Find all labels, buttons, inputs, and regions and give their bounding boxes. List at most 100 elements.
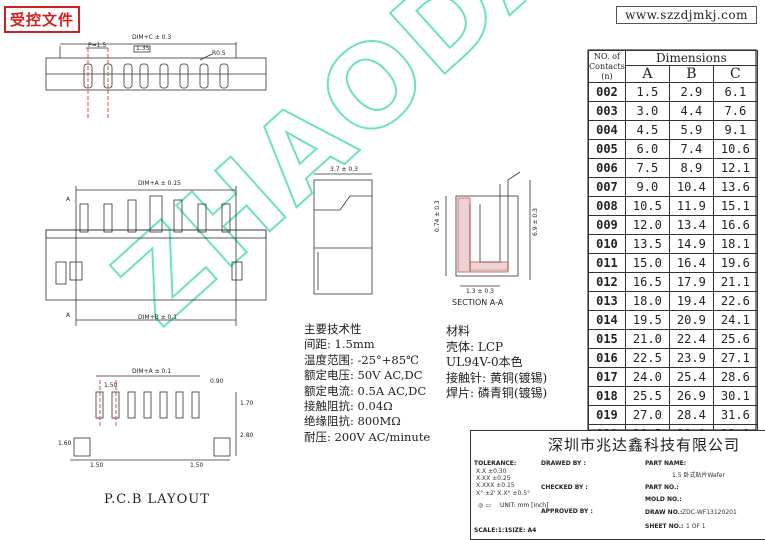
side-view xyxy=(313,173,373,295)
dimension-cell: 22.6 xyxy=(712,291,758,311)
tolerance-xx: X.XX ±0.25 xyxy=(476,475,511,482)
dimension-cell: 28.6 xyxy=(712,367,758,387)
table-header-dimensions: Dimensions xyxy=(624,50,758,66)
dimension-cell: 4.5 xyxy=(624,120,670,140)
contacts-cell: 013 xyxy=(588,291,626,311)
dimension-cell: 6.1 xyxy=(712,82,758,102)
dimension-cell: 24.1 xyxy=(712,310,758,330)
dim-sec-height2: 6.9 ± 0.3 xyxy=(532,208,539,236)
dimension-cell: 13.4 xyxy=(668,215,714,235)
dimension-cell: 28.4 xyxy=(668,405,714,425)
specifications: 主要技术性 间距: 1.5mm 温度范围: -25°+85℃ 额定电压: 50V… xyxy=(304,322,430,445)
spec-line: 接触阻抗: 0.04Ω xyxy=(304,399,393,414)
dimension-cell: 9.1 xyxy=(712,120,758,140)
dimension-cell: 26.9 xyxy=(668,386,714,406)
dim-pcb-160: 1.60 xyxy=(58,440,72,447)
dimension-cell: 12.1 xyxy=(712,158,758,178)
drawn-by-label: DRAWED BY : xyxy=(541,460,586,467)
pcb-layout xyxy=(70,375,237,461)
dim-mid-a: DIM+A ± 0.15 xyxy=(138,180,181,187)
contacts-cell: 016 xyxy=(588,348,626,368)
contacts-cell: 014 xyxy=(588,310,626,330)
materials-title: 材料 xyxy=(446,324,471,338)
dimension-cell: 2.9 xyxy=(668,82,714,102)
dimension-cell: 9.0 xyxy=(624,177,670,197)
contacts-cell: 012 xyxy=(588,272,626,292)
dimension-cell: 19.4 xyxy=(668,291,714,311)
dim-top-ref: 1.35 xyxy=(136,45,150,52)
dim-pcb-090: 0.90 xyxy=(210,378,224,385)
materials: 材料 壳体: LCP UL94V-0本色 接触针: 黄铜(镀锡) 焊片: 磷青铜… xyxy=(446,324,547,402)
dimension-cell: 16.4 xyxy=(668,253,714,273)
checked-by-label: CHECKED BY : xyxy=(541,484,588,491)
table-header-col: C xyxy=(712,65,758,83)
contacts-cell: 004 xyxy=(588,120,626,140)
tolerance-label: TOLERANCE: xyxy=(474,460,517,467)
dim-pcb-280: 2.80 xyxy=(240,432,254,439)
dimension-cell: 4.4 xyxy=(668,101,714,121)
dimension-cell: 19.6 xyxy=(712,253,758,273)
dim-pcb-150b: 1.50 xyxy=(90,462,104,469)
table-header-col: B xyxy=(668,65,714,83)
section-label: SECTION A-A xyxy=(452,298,504,307)
dimension-cell: 30.1 xyxy=(712,386,758,406)
draw-no-value: ZDC-WF13120201 xyxy=(682,509,737,516)
dimension-cell: 16.5 xyxy=(624,272,670,292)
dimension-cell: 3.0 xyxy=(624,101,670,121)
dimension-cell: 23.9 xyxy=(668,348,714,368)
contacts-cell: 008 xyxy=(588,196,626,216)
spec-line: 温度范围: -25°+85℃ xyxy=(304,352,419,367)
sheet-no-label: SHEET NO.: xyxy=(645,523,684,530)
dimension-cell: 27.1 xyxy=(712,348,758,368)
dimension-cell: 11.9 xyxy=(668,196,714,216)
dimension-cell: 15.1 xyxy=(712,196,758,216)
tolerance-angle: X° ±2' X.X° ±0.5° xyxy=(476,490,531,497)
contacts-cell: 017 xyxy=(588,367,626,387)
approved-by-label: APPROVED BY : xyxy=(541,508,593,515)
part-no-label: PART NO.: xyxy=(645,484,679,491)
dimension-cell: 31.6 xyxy=(712,405,758,425)
dim-pcb-170: 1.70 xyxy=(240,400,254,407)
dimension-cell: 13.6 xyxy=(712,177,758,197)
dimension-cell: 22.4 xyxy=(668,329,714,349)
contacts-cell: 009 xyxy=(588,215,626,235)
website-url[interactable]: www.szzdjmkj.com xyxy=(616,6,757,24)
company-name: 深圳市兆达鑫科技有限公司 xyxy=(548,436,741,454)
dimension-cell: 5.9 xyxy=(668,120,714,140)
dimension-cell: 18.1 xyxy=(712,234,758,254)
dimension-cell: 14.9 xyxy=(668,234,714,254)
contacts-cell: 018 xyxy=(588,386,626,406)
scale-label: SCALE:1:1 xyxy=(474,527,509,534)
front-view-body xyxy=(45,229,267,301)
dimension-cell: 22.5 xyxy=(624,348,670,368)
contacts-cell: 002 xyxy=(588,82,626,102)
dim-side-width: 3.7 ± 0.3 xyxy=(330,166,358,173)
spec-line: 间距: 1.5mm xyxy=(304,337,375,352)
dimension-cell: 7.4 xyxy=(668,139,714,159)
contacts-cell: 003 xyxy=(588,101,626,121)
dimension-cell: 17.9 xyxy=(668,272,714,292)
contacts-cell: 019 xyxy=(588,405,626,425)
contacts-cell: 015 xyxy=(588,329,626,349)
material-line: 接触针: 黄铜(镀锡) xyxy=(446,370,548,385)
dimensions-table: NO. of Contacts (n) Dimensions A B C 002… xyxy=(588,50,758,444)
dimension-cell: 25.4 xyxy=(668,367,714,387)
contacts-cell: 006 xyxy=(588,158,626,178)
tolerance-x: X.X ±0.30 xyxy=(476,468,507,475)
dimension-cell: 7.5 xyxy=(624,158,670,178)
dimension-cell: 7.6 xyxy=(712,101,758,121)
dim-top-radius: R0.5 xyxy=(212,50,226,57)
dimension-cell: 24.0 xyxy=(624,367,670,387)
dimension-cell: 8.9 xyxy=(668,158,714,178)
draw-no-label: DRAW NO.: xyxy=(645,509,683,516)
